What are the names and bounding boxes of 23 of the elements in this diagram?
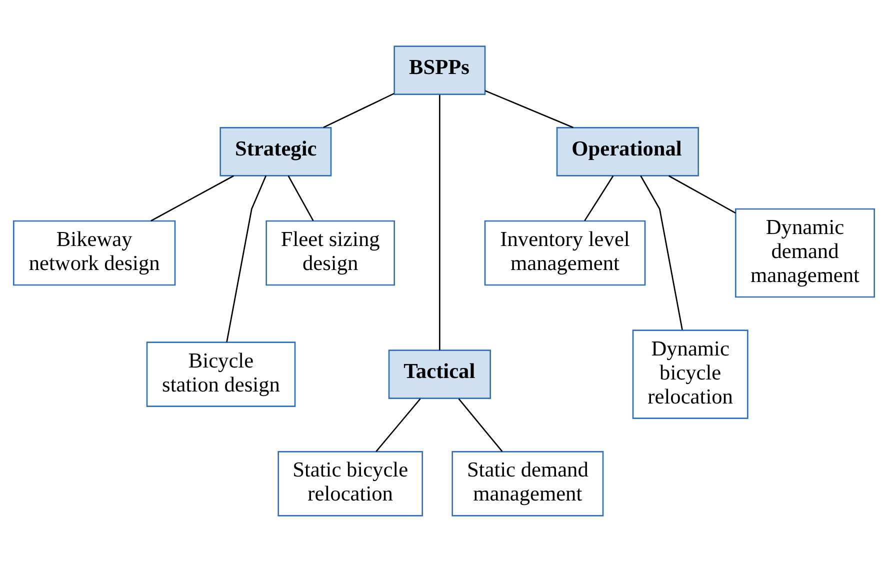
node-box: Bikeway network design [13, 220, 176, 286]
node-box: Operational [556, 127, 699, 176]
node-box: Static demand management [452, 451, 604, 516]
connector [150, 175, 234, 222]
connector [439, 94, 440, 350]
node-box: Dynamic bicycle relocation [632, 330, 748, 419]
connector [484, 90, 574, 128]
node-box: Bicycle station design [146, 342, 296, 407]
node-box: Fleet sizing design [266, 220, 395, 286]
node-box: Dynamic demand management [735, 208, 875, 298]
connector [376, 398, 421, 452]
connector [288, 176, 314, 221]
node-box: Static bicycle relocation [278, 451, 423, 516]
connector [323, 92, 394, 128]
connector [584, 176, 614, 222]
node-box: Inventory level management [484, 220, 646, 286]
node-box: BSPPs [394, 46, 486, 95]
node-box: Strategic [220, 127, 332, 176]
connector [226, 176, 267, 342]
connector [668, 175, 736, 214]
connector [458, 398, 503, 452]
connector [640, 175, 683, 330]
node-box: Tactical [388, 350, 491, 399]
